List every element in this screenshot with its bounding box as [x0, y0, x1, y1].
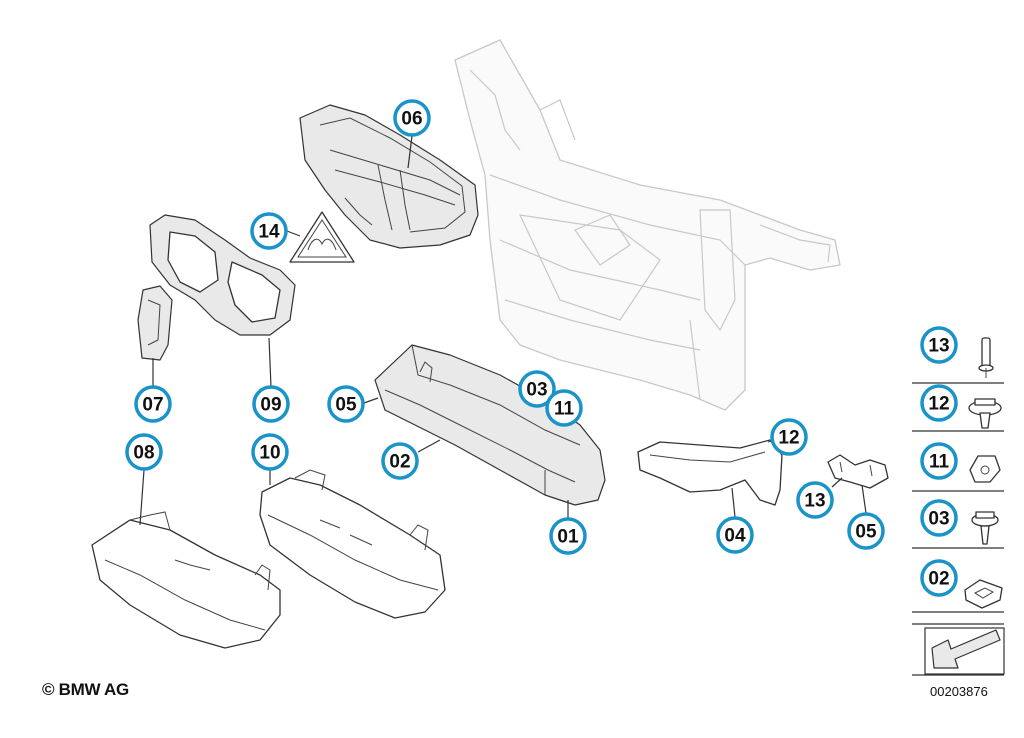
callout-14-text: 14	[258, 222, 280, 243]
legend-12-text: 12	[928, 394, 949, 415]
callout-12-text: 12	[778, 428, 799, 449]
callout-14: 14	[250, 212, 288, 250]
rivet-icon	[978, 337, 994, 378]
callout-05-left: 05	[327, 385, 365, 423]
legend-13-text: 13	[928, 336, 949, 357]
callout-12: 12	[770, 418, 808, 456]
callout-07-text: 07	[142, 395, 163, 416]
bolt-washer-icon	[968, 398, 1002, 429]
part-10-air-duct-middle	[259, 469, 446, 619]
callout-04-text: 04	[724, 526, 746, 547]
fastener-legend	[912, 337, 1005, 676]
arrow-icon	[924, 627, 1005, 675]
callout-03: 03	[518, 370, 556, 408]
callout-10: 10	[251, 433, 289, 471]
callout-13: 13	[796, 481, 834, 519]
part-01-air-duct-main	[374, 344, 606, 506]
part-06-air-flap-frame	[299, 104, 479, 249]
callout-11-text: 11	[554, 399, 575, 420]
legend-callout-12: 12	[920, 384, 958, 422]
diagram-number: 00203876	[930, 684, 988, 699]
legend-02-text: 02	[928, 569, 949, 590]
square-clip-nut-icon	[964, 579, 1003, 609]
legend-11-text: 11	[929, 452, 950, 473]
callout-03-text: 03	[526, 380, 547, 401]
part-07-bracket	[137, 285, 173, 361]
callout-06: 06	[393, 99, 431, 137]
callout-09: 09	[252, 385, 290, 423]
callout-09-text: 09	[260, 395, 281, 416]
callout-08: 08	[125, 433, 163, 471]
part-04-side-air-duct	[637, 439, 783, 506]
clip-nut-icon	[969, 455, 1001, 483]
legend-03-text: 03	[928, 509, 949, 530]
part-14-warning-label	[289, 211, 355, 263]
callout-08-text: 08	[133, 443, 154, 464]
callout-10-text: 10	[259, 443, 280, 464]
legend-callout-02: 02	[920, 559, 958, 597]
radiator-support-ghost	[454, 39, 841, 411]
callout-11: 11	[545, 389, 583, 427]
callout-04: 04	[716, 516, 754, 554]
callout-13-text: 13	[804, 491, 825, 512]
part-09-grille-frame	[149, 214, 296, 336]
legend-callout-13: 13	[920, 326, 958, 364]
callout-05-right-text: 05	[855, 522, 877, 543]
part-08-air-duct-left	[91, 511, 281, 649]
leader-lines	[139, 135, 867, 526]
callout-02-text: 02	[389, 452, 410, 473]
callout-07: 07	[134, 385, 172, 423]
legend-callout-11: 11	[920, 442, 958, 480]
callout-05-left-text: 05	[335, 395, 357, 416]
bolt-icon	[971, 511, 999, 545]
callout-01-text: 01	[557, 527, 579, 548]
callout-02: 02	[381, 442, 419, 480]
callout-01: 01	[549, 517, 587, 555]
callout-06-text: 06	[401, 109, 422, 130]
copyright-notice: © BMW AG	[42, 680, 129, 699]
part-05-bracket-right	[827, 454, 889, 489]
callout-05-right: 05	[847, 512, 885, 550]
legend-callout-03: 03	[920, 499, 958, 537]
